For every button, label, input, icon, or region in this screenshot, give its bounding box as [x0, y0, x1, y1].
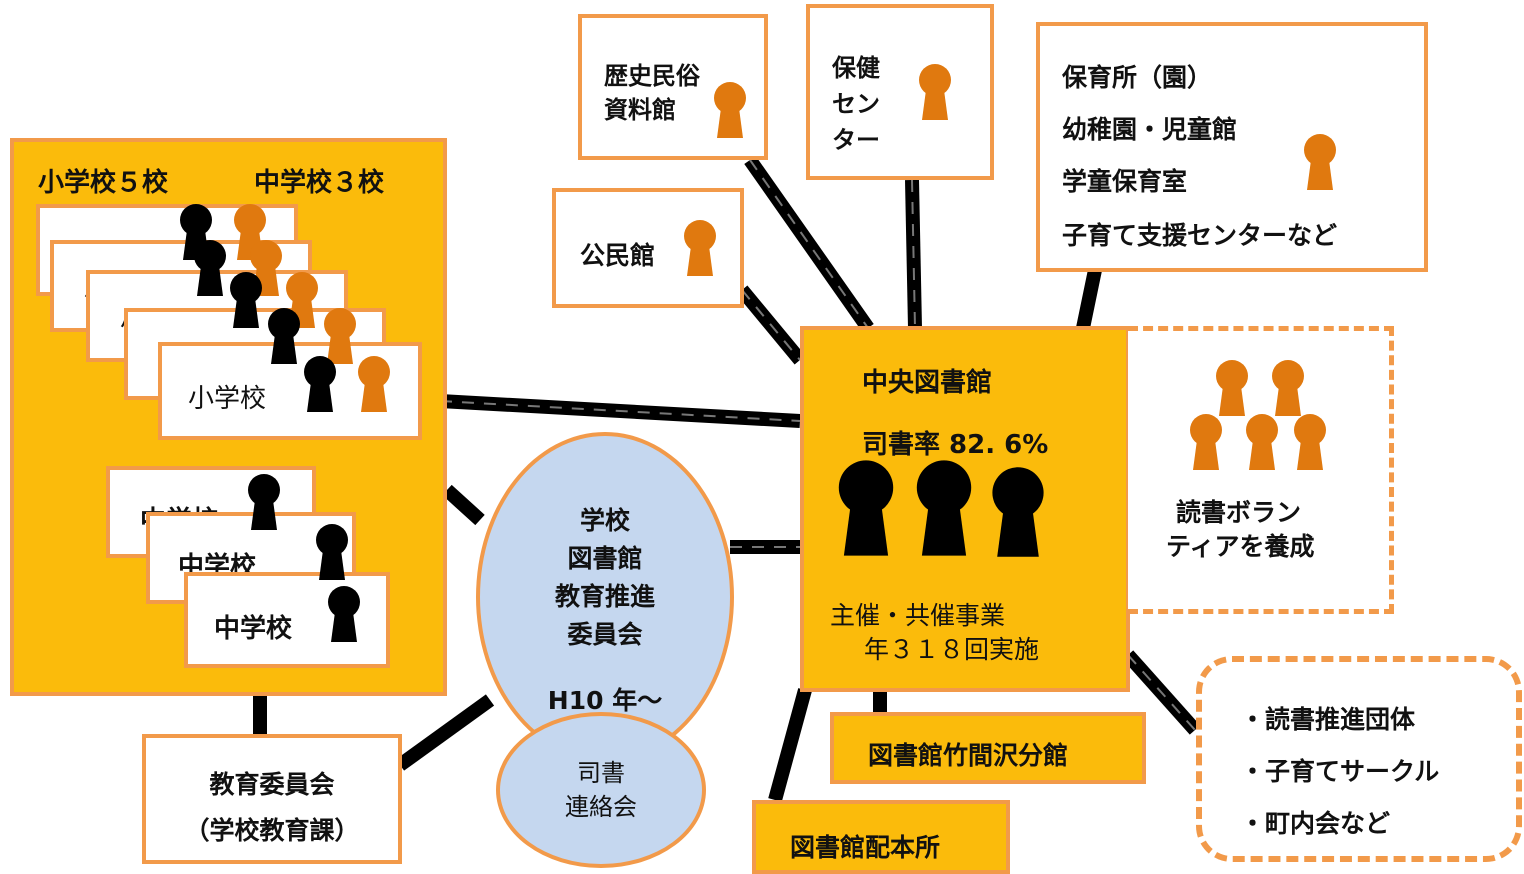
line-schools-committee: [442, 484, 485, 526]
line-central-depot: [768, 688, 812, 802]
person-orange-icon: [324, 308, 356, 364]
board-of-education-box: 教育委員会 （学校教育課）: [142, 734, 402, 864]
person-orange-icon: [358, 356, 390, 412]
person-black-icon: [268, 308, 300, 364]
person-orange-icon: [1272, 360, 1304, 416]
person-black-icon: [230, 272, 262, 328]
person-black-icon: [194, 240, 226, 296]
person-orange-icon: [714, 82, 746, 138]
committee-since: H10 年～: [547, 686, 663, 715]
line-childcare-central: [1076, 268, 1102, 330]
childcare-box: 保育所（園） 幼稚園・児童館 学童保育室 子育て支援センターなど: [1036, 22, 1428, 272]
person-black-icon: [304, 356, 336, 412]
community-groups-box: ・読書推進団体 ・子育てサークル ・町内会など: [1196, 656, 1522, 862]
events-line1: 主催・共催事業: [830, 601, 1006, 630]
health-center-box: 保健 セン ター: [806, 4, 994, 180]
librarian-meeting-ellipse: 司書 連絡会: [496, 712, 706, 868]
volunteer-box: 読書ボラン ティアを養成: [1128, 326, 1394, 614]
community-hall-box: 公民館: [552, 188, 744, 308]
person-orange-icon: [684, 220, 716, 276]
junior-school-card: 中学校: [184, 572, 390, 668]
line-museum-central: [744, 155, 874, 333]
person-orange-icon: [1216, 360, 1248, 416]
person-orange-icon: [1190, 414, 1222, 470]
person-black-icon: [316, 524, 348, 580]
central-library-title: 中央図書館: [862, 368, 993, 398]
person-black-icon: [992, 467, 1044, 557]
librarian-rate: 司書率 82. 6%: [862, 430, 1049, 460]
book-depot-box: 図書館配本所: [752, 800, 1010, 874]
person-black-icon: [916, 460, 972, 556]
elementary-count: 小学校５校: [38, 168, 169, 198]
person-orange-icon: [1246, 414, 1278, 470]
line-board-committee: [395, 694, 495, 771]
person-orange-icon: [1294, 414, 1326, 470]
events-line2: 年３１８回実施: [864, 635, 1040, 664]
person-black-icon: [328, 586, 360, 642]
person-black-icon: [838, 460, 894, 556]
branch-library-box: 図書館竹間沢分館: [830, 712, 1146, 784]
junior-count: 中学校３校: [254, 168, 385, 198]
person-black-icon: [248, 474, 280, 530]
central-library-box: 中央図書館 司書率 82. 6% 主催・共催事業 年３１８回実施: [800, 326, 1130, 692]
person-orange-icon: [919, 64, 951, 120]
person-orange-icon: [1304, 134, 1336, 190]
